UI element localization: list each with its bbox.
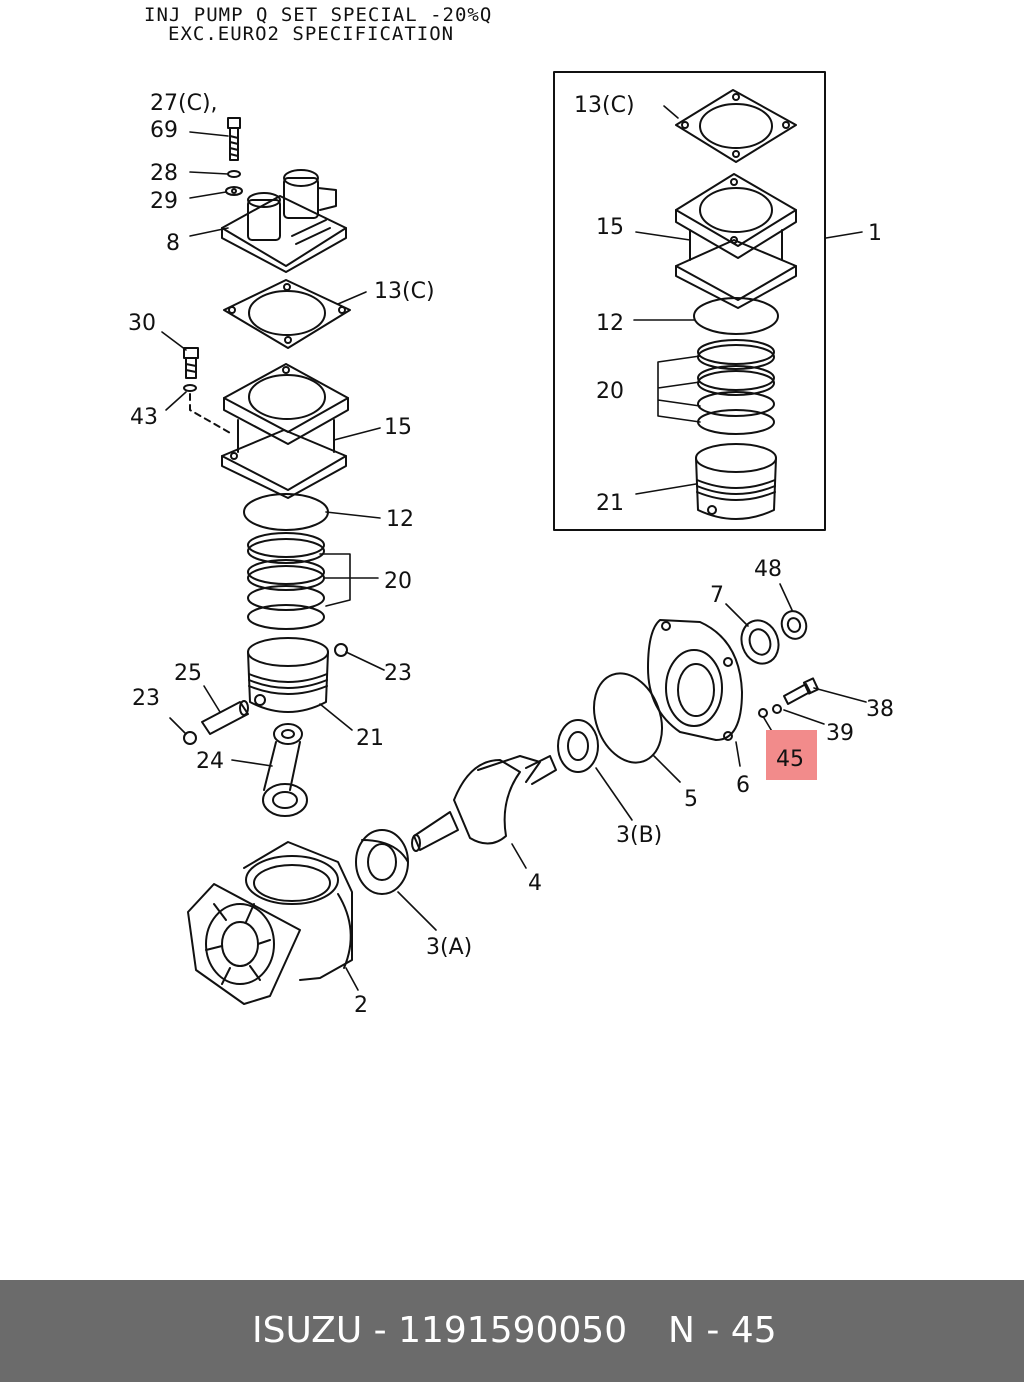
callout-45: 45 (776, 747, 804, 772)
connecting-rod-24 (262, 723, 308, 817)
washer-29 (225, 186, 243, 196)
callout-3a: 3(A) (426, 935, 472, 960)
callout-12-main: 12 (386, 507, 414, 532)
oil-seal-7 (740, 619, 780, 665)
washer-48 (780, 610, 808, 640)
callout-28: 28 (150, 161, 178, 186)
washer-39 (772, 704, 782, 714)
bolt-69 (227, 117, 241, 161)
end-cover-6 (647, 619, 743, 741)
washer-43 (183, 384, 197, 392)
gasket-13c (223, 279, 351, 349)
callout-48: 48 (754, 557, 782, 582)
inset-frame (553, 71, 826, 531)
inset-piston (695, 443, 777, 520)
snap-ring-23-right (334, 643, 348, 657)
callout-20-inset: 20 (596, 379, 624, 404)
washer-45 (758, 708, 768, 718)
exploded-view-drawing: 27(C), 69 28 29 8 13(C) 30 43 15 12 20 2… (128, 71, 894, 1018)
callout-23-right: 23 (384, 661, 412, 686)
crankshaft-4 (411, 755, 557, 852)
callout-27c: 27(C), (150, 91, 218, 116)
highlight-45 (766, 730, 817, 780)
callout-38: 38 (866, 697, 894, 722)
inset-piston-rings (697, 339, 775, 435)
callout-15-inset: 15 (596, 215, 624, 240)
callout-3b: 3(B) (616, 823, 662, 848)
callout-43: 43 (130, 405, 158, 430)
bolt-38 (783, 677, 820, 705)
snap-ring-23-left (183, 731, 197, 745)
callout-21-inset: 21 (596, 491, 624, 516)
callout-20-main: 20 (384, 569, 412, 594)
callout-1: 1 (868, 221, 882, 246)
footer-bar: ISUZU - 1191590050 N - 45 (0, 1280, 1024, 1382)
o-ring-12 (243, 493, 329, 531)
diagram-title-line-1: INJ PUMP Q SET SPECIAL -20%Q (144, 4, 493, 26)
callout-4: 4 (528, 871, 542, 896)
footer-reference: N - 45 (668, 1310, 777, 1351)
callout-29: 29 (150, 189, 178, 214)
washer-28 (227, 170, 241, 178)
inset-o-ring (693, 297, 779, 335)
inset-cylinder (675, 173, 797, 309)
callout-23-left: 23 (132, 686, 160, 711)
callout-21-main: 21 (356, 726, 384, 751)
callout-6: 6 (736, 773, 750, 798)
bolt-guide-line (189, 393, 233, 435)
cylinder-15 (221, 363, 349, 499)
bearing-3a (355, 829, 409, 895)
leader-lines (161, 105, 867, 991)
callout-5: 5 (684, 787, 698, 812)
callout-15-main: 15 (384, 415, 412, 440)
callout-13c-inset: 13(C) (574, 93, 635, 118)
callout-39: 39 (826, 721, 854, 746)
callout-2: 2 (354, 993, 368, 1018)
callout-25: 25 (174, 661, 202, 686)
callout-69: 69 (150, 118, 178, 143)
callout-30: 30 (128, 311, 156, 336)
crankcase-2 (187, 841, 353, 1005)
callout-12-inset: 12 (596, 311, 624, 336)
cylinder-head (221, 169, 347, 273)
parts-diagram: INJ PUMP Q SET SPECIAL -20%Q EXC.EURO2 S… (128, 4, 894, 1018)
callout-7: 7 (710, 583, 724, 608)
callout-8: 8 (166, 231, 180, 256)
diagram-title-line-2: EXC.EURO2 SPECIFICATION (168, 23, 455, 45)
piston-pin-25 (201, 700, 249, 735)
bearing-3b (557, 719, 599, 773)
bolt-30 (183, 347, 199, 379)
piston-rings-20 (247, 532, 325, 630)
piston-21 (247, 637, 329, 713)
callout-13c-main: 13(C) (374, 279, 435, 304)
footer-part-number: ISUZU - 1191590050 (252, 1310, 628, 1351)
inset-gasket (675, 89, 797, 163)
callout-24: 24 (196, 749, 224, 774)
